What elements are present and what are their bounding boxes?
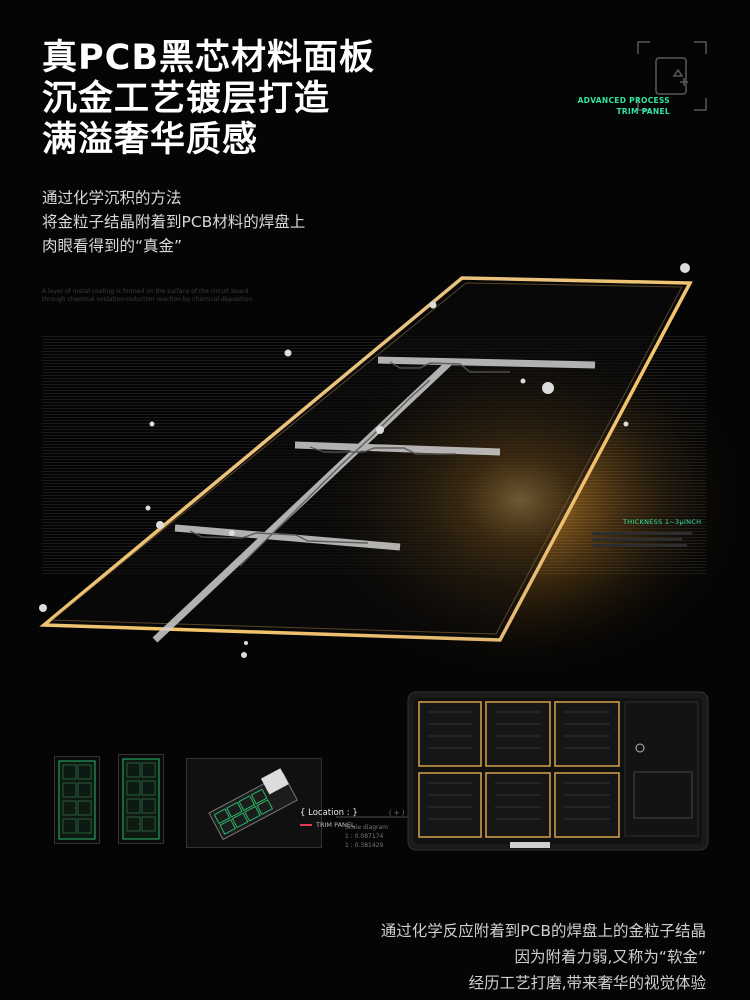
thumbnail-3d-view	[186, 758, 322, 848]
thumbnail-panel-1	[54, 756, 100, 844]
scale-value-2: 1 : 0.381429	[345, 842, 384, 849]
intro-line-1: 通过化学沉积的方法	[42, 189, 182, 207]
faint-text-block	[592, 532, 692, 547]
bottom-text: 通过化学反应附着到PCB的焊盘上的金粒子结晶 因为附着力弱,又称为“软金” 经历…	[381, 918, 706, 996]
bottom-line-2: 因为附着力弱,又称为“软金”	[514, 948, 707, 966]
location-title: { Location : }	[300, 808, 358, 818]
location-paren: ( + )	[388, 809, 405, 817]
process-badge: ADVANCED PROCESS TRIM PANEL	[578, 95, 670, 117]
headline: 真PCB黑芯材料面板 沉金工艺镀层打造 满溢奢华质感	[42, 38, 462, 161]
badge-line-2: TRIM PANEL	[616, 107, 670, 116]
headline-line-2: 沉金工艺镀层打造	[42, 79, 331, 119]
location-sub: TRIM PANEL	[316, 821, 355, 829]
intro-line-2: 将金粒子结晶附着到PCB材料的焊盘上	[42, 213, 306, 231]
thickness-label: THICKNESS 1~3μINCH	[623, 518, 702, 526]
headline-line-1: 真PCB黑芯材料面板	[42, 38, 376, 78]
location-marker	[300, 824, 312, 826]
intro-text: 通过化学沉积的方法 将金粒子结晶附着到PCB材料的焊盘上 肉眼看得到的“真金”	[42, 186, 402, 258]
bottom-line-1: 通过化学反应附着到PCB的焊盘上的金粒子结晶	[380, 922, 706, 940]
location-label: { Location : } ( + ) TRIM PANEL	[300, 800, 405, 829]
fine-print-line-1: A layer of metal coating is formed on th…	[42, 288, 249, 295]
badge-line-1: ADVANCED PROCESS	[577, 96, 670, 105]
intro-line-3: 肉眼看得到的“真金”	[42, 237, 183, 255]
thumbnail-panel-2	[118, 754, 164, 844]
pcb-panel	[39, 263, 693, 658]
headline-line-3: 满溢奢华质感	[42, 120, 259, 160]
scale-title: Scale diagram	[345, 824, 388, 831]
fine-print: A layer of metal coating is formed on th…	[42, 288, 322, 304]
scale-value-1: 1 : 0.087174	[345, 833, 384, 840]
scale-diagram: Scale diagram 1 : 0.087174 1 : 0.381429	[345, 823, 388, 850]
detail-panel	[407, 691, 709, 851]
bottom-line-3: 经历工艺打磨,带来奢华的视觉体验	[468, 974, 706, 992]
fine-print-line-2: through chemical oxidation-reduction rea…	[42, 296, 253, 303]
scan-frame-icon	[636, 40, 708, 112]
